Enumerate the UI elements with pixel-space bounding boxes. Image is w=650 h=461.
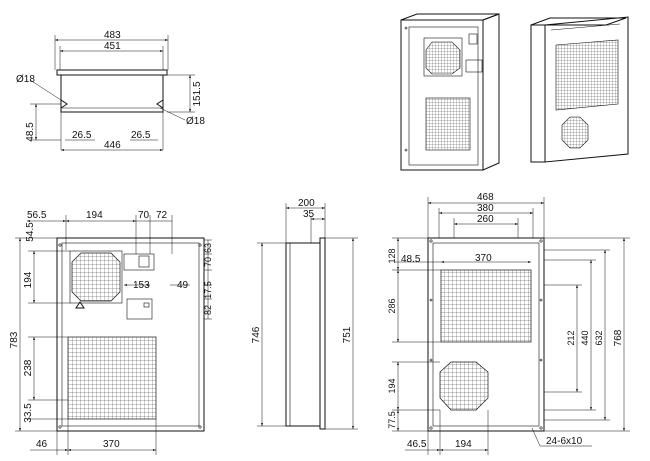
- dim-468: 468: [477, 192, 494, 203]
- dim-151-5: 151.5: [192, 81, 203, 106]
- isometric-back: [530, 16, 629, 163]
- dim-194-back-left: 194: [387, 378, 397, 393]
- dim-hole-right: Ø18: [186, 116, 205, 127]
- dim-49: 49: [177, 280, 189, 291]
- back-view: 468 380 260 128 48.5 370 286 194 77.5 21…: [387, 192, 630, 455]
- isometric-front: [400, 13, 500, 171]
- top-view: 483 451 Ø18 Ø18 151.5 48.5 26.5: [16, 30, 205, 151]
- dim-33-5: 33.5: [23, 403, 34, 423]
- dim-286: 286: [387, 298, 397, 313]
- front-view: 56.5 194 70 72 54.5 194 783 238 33.5: [9, 210, 213, 455]
- dim-26-5-right: 26.5: [131, 130, 151, 141]
- dim-70-top: 70: [138, 210, 150, 221]
- dim-63: 63: [203, 243, 213, 253]
- dim-370-back: 370: [475, 253, 492, 264]
- dim-26-5-left: 26.5: [72, 130, 92, 141]
- dim-48-5-top: 48.5: [25, 122, 36, 142]
- dim-238: 238: [23, 359, 34, 376]
- dim-194-back-bottom: 194: [455, 439, 472, 450]
- dim-483: 483: [104, 30, 121, 41]
- dim-632: 632: [594, 330, 604, 345]
- side-view: 200 35 746 751: [251, 198, 358, 430]
- dim-72-top: 72: [156, 210, 168, 221]
- dim-front-194-left: 194: [23, 271, 34, 288]
- dim-48-5-back: 48.5: [401, 254, 421, 265]
- dim-768: 768: [613, 329, 624, 346]
- dim-370-front: 370: [103, 439, 120, 450]
- dim-56-5: 56.5: [27, 210, 47, 221]
- dim-440: 440: [580, 330, 590, 345]
- dim-128: 128: [387, 248, 397, 263]
- dim-82: 82: [203, 305, 213, 315]
- dim-holes: 24-6x10: [546, 436, 583, 447]
- dim-70-right: 70: [203, 257, 213, 267]
- dim-hole-left: Ø18: [16, 74, 35, 85]
- dim-751: 751: [342, 326, 353, 343]
- dim-380: 380: [477, 203, 494, 214]
- dim-446: 446: [104, 140, 121, 151]
- dim-212: 212: [566, 330, 576, 345]
- dim-17-5: 17.5: [203, 281, 213, 299]
- dim-front-194-top: 194: [86, 210, 103, 221]
- dim-153: 153: [133, 280, 150, 291]
- dim-200: 200: [298, 198, 315, 209]
- dim-54-5: 54.5: [25, 222, 36, 242]
- dim-77-5: 77.5: [387, 411, 397, 429]
- dim-260: 260: [477, 214, 494, 225]
- dim-451: 451: [104, 41, 121, 52]
- dim-35: 35: [303, 209, 315, 220]
- dim-783: 783: [9, 331, 20, 348]
- dim-746: 746: [251, 326, 262, 343]
- dim-46-5: 46.5: [407, 439, 427, 450]
- dim-46: 46: [36, 439, 48, 450]
